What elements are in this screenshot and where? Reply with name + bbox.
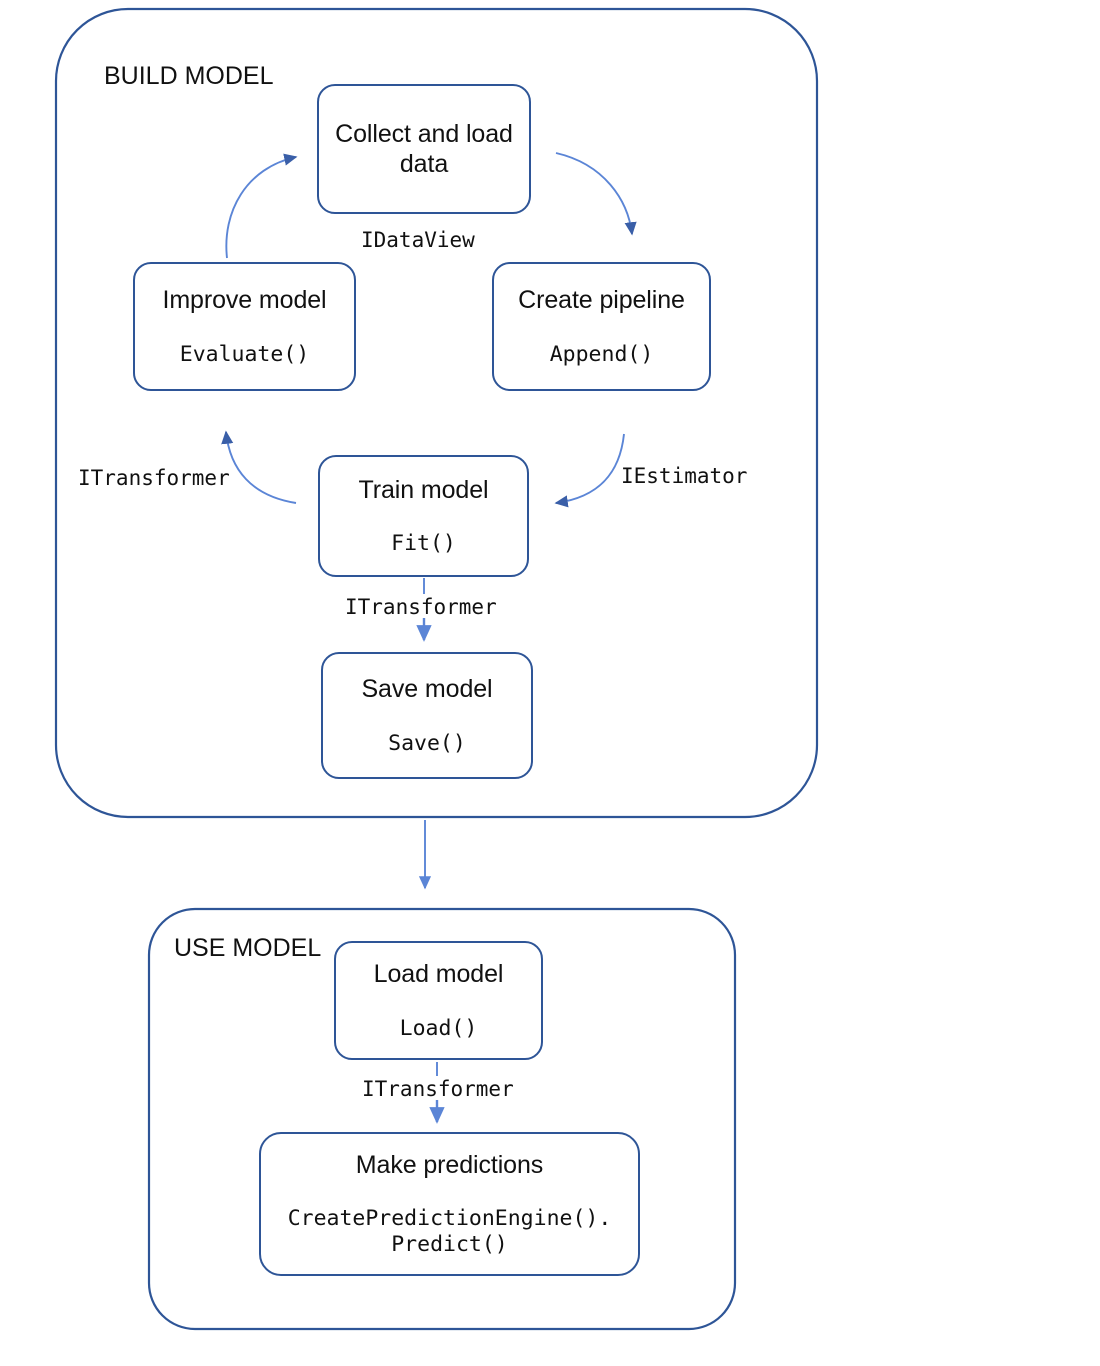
group-label-build-model: BUILD MODEL (104, 62, 274, 90)
node-train-title: Train model (358, 475, 489, 504)
node-train-api: Fit() (391, 531, 456, 557)
edge-label-itransformer-train-save: ITransformer (345, 595, 497, 619)
edge-label-iestimator: IEstimator (621, 464, 748, 488)
node-save-api: Save() (388, 730, 466, 756)
node-pipeline-api: Append() (549, 341, 654, 367)
group-label-use-model: USE MODEL (174, 934, 322, 962)
edge-improve-to-collect (225, 153, 298, 259)
node-train-model[interactable]: Train model Fit() (318, 455, 529, 577)
node-create-pipeline[interactable]: Create pipeline Append() (492, 262, 711, 391)
node-load-title: Load model (373, 960, 504, 989)
edge-train-to-improve (221, 430, 297, 504)
node-collect-and-load-data[interactable]: Collect and load data (317, 84, 531, 214)
edge-collect-to-pipeline (555, 152, 637, 236)
node-improve-api: Evaluate() (179, 341, 310, 367)
node-load-model[interactable]: Load model Load() (334, 941, 543, 1060)
node-collect-title: Collect and load data (335, 119, 513, 179)
node-make-predictions[interactable]: Make predictions CreatePredictionEngine(… (259, 1132, 640, 1276)
node-save-model[interactable]: Save model Save() (321, 652, 533, 779)
node-improve-title: Improve model (162, 286, 327, 315)
edge-label-itransformer-train-improve: ITransformer (78, 466, 230, 490)
node-improve-model[interactable]: Improve model Evaluate() (133, 262, 356, 391)
node-pipeline-title: Create pipeline (518, 286, 685, 315)
edge-pipeline-to-train (554, 433, 625, 508)
edge-label-idataview: IDataView (361, 228, 475, 252)
node-predict-api: CreatePredictionEngine(). Predict() (287, 1206, 612, 1258)
node-load-api: Load() (399, 1015, 478, 1041)
node-predict-title: Make predictions (355, 1150, 544, 1179)
node-save-title: Save model (361, 675, 493, 704)
edge-label-itransformer-load-predict: ITransformer (362, 1077, 514, 1101)
